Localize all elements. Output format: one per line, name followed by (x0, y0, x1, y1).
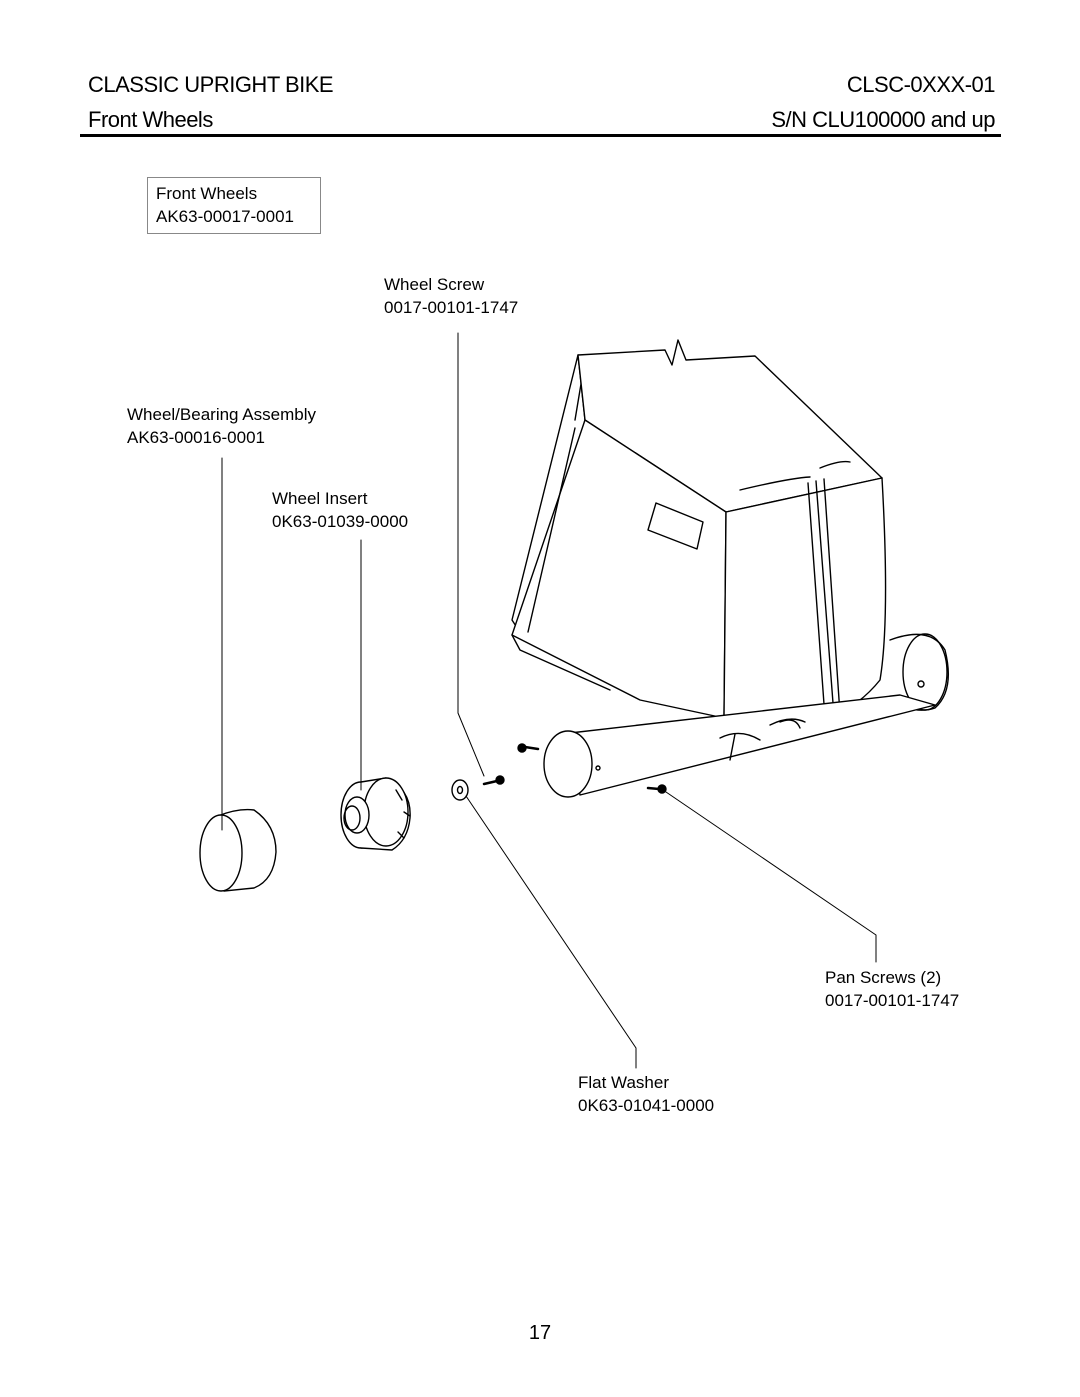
flat-washer-part-number: 0K63-01041-0000 (578, 1096, 715, 1115)
wheel-screw-drawing (482, 775, 505, 786)
pan-screws-leader (665, 791, 877, 963)
section-title: Front Wheels (88, 107, 213, 132)
pan-screws-part-number: 0017-00101-1747 (825, 991, 960, 1010)
pan-screw-drawing (646, 784, 667, 794)
flat-washer-leader (465, 795, 637, 1069)
assembly-label-box: Front Wheels AK63-00017-0001 (147, 177, 321, 234)
leader-lines (221, 332, 877, 1069)
header-rule (80, 134, 1001, 137)
wheel-screw-part-number: 0017-00101-1747 (384, 298, 519, 317)
document-title: CLASSIC UPRIGHT BIKE (88, 72, 334, 97)
wheel-screw-label: Wheel Screw (384, 275, 485, 294)
serial-range: S/N CLU100000 and up (771, 107, 995, 132)
assembly-name: Front Wheels (156, 184, 258, 203)
wheel-screw-top-drawing (517, 743, 540, 753)
wheel-screw-leader (457, 332, 485, 777)
model-number: CLSC-0XXX-01 (846, 72, 996, 97)
flat-washer-drawing (451, 779, 469, 801)
wheel-insert-part-number: 0K63-01039-0000 (272, 512, 409, 531)
assembly-part-number: AK63-00017-0001 (156, 207, 295, 226)
page-number: 17 (528, 1322, 552, 1344)
wheel-insert-drawing (340, 777, 411, 851)
wheel-bearing-part-number: AK63-00016-0001 (127, 428, 266, 447)
wheel-insert-label: Wheel Insert (272, 489, 368, 508)
wheel-bearing-label: Wheel/Bearing Assembly (127, 405, 316, 424)
bike-housing-drawing (511, 339, 950, 798)
front-wheel-drawing (199, 808, 277, 892)
flat-washer-label: Flat Washer (578, 1073, 670, 1092)
pan-screws-label: Pan Screws (2) (825, 968, 942, 987)
